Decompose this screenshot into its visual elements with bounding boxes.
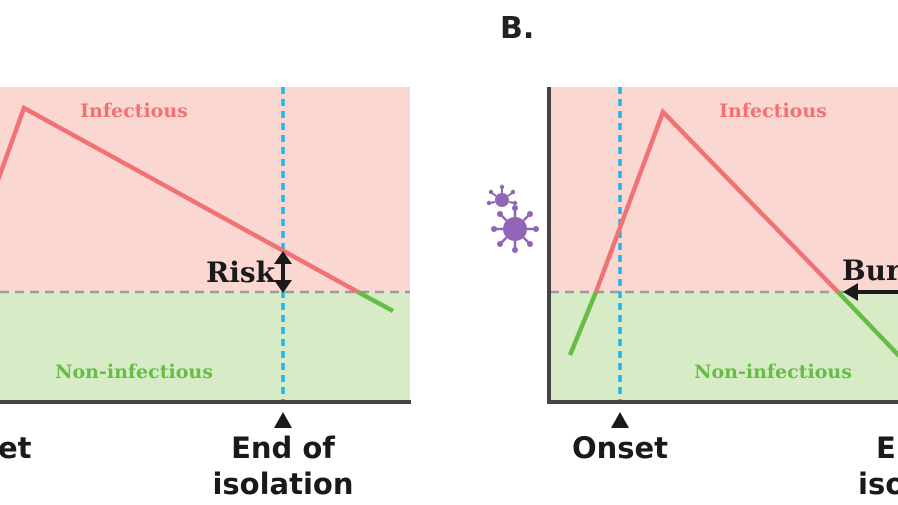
panel-b-label: B. — [500, 11, 534, 46]
risk-double-arrow — [274, 251, 292, 293]
panel-b: Infectious Non-infectious Bur Onset E is… — [547, 87, 898, 501]
virus-icon — [486, 184, 539, 253]
panel-a-end-label-line1: End of — [231, 431, 335, 465]
panel-a-non-infectious-label: Non-infectious — [55, 361, 213, 383]
panel-b-non-infectious-zone — [550, 292, 898, 402]
panel-a-end-marker-triangle — [274, 412, 292, 428]
panel-a-non-infectious-zone — [0, 292, 410, 402]
burden-label: Bur — [842, 254, 898, 287]
panel-a-onset-label-partial: et — [0, 431, 32, 465]
panel-b-rising-non-infectious-curve — [567, 291, 599, 356]
panel-b-infectious-curve — [593, 107, 840, 294]
panel-b-non-infectious-label: Non-infectious — [694, 361, 852, 383]
risk-label: Risk — [206, 256, 276, 289]
panel-a-infectious-label: Infectious — [80, 100, 188, 122]
panel-a-end-label-line2: isolation — [212, 467, 353, 501]
panel-b-end-label-line1-partial: E — [876, 431, 896, 465]
panel-b-falling-non-infectious-curve — [836, 290, 898, 358]
panel-b-onset-marker-triangle — [611, 412, 629, 428]
burden-arrow — [843, 283, 898, 301]
panel-a-non-infectious-curve — [356, 290, 395, 313]
panel-b-onset-label: Onset — [572, 431, 668, 465]
panel-a-infectious-curve — [0, 104, 360, 294]
panel-a: Infectious Non-infectious Risk End of is… — [0, 87, 411, 501]
panel-b-infectious-label: Infectious — [719, 100, 827, 122]
panel-b-end-label-line2-partial: iso — [858, 467, 898, 501]
panel-a-infectious-zone — [0, 87, 410, 292]
